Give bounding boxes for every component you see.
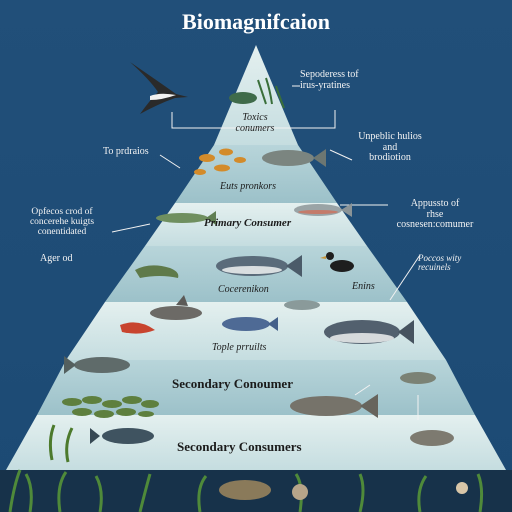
- pike-fish-icon: [156, 211, 216, 225]
- salmon-fish-icon: [294, 203, 352, 217]
- perch-fish-icon: [400, 372, 436, 384]
- bass-fish-icon: [90, 428, 154, 444]
- small-fish-group-icon: [194, 148, 246, 175]
- label-enins: Enins: [352, 281, 375, 292]
- seaweed-icon: [48, 424, 74, 463]
- duck-icon: [320, 252, 354, 272]
- shark-icon: [150, 295, 202, 320]
- carp-fish-icon: [410, 430, 454, 446]
- label-secondary-consumers: Secondary Consumers: [177, 439, 302, 454]
- sardine-fish-icon: [284, 300, 320, 310]
- predator-fish-icon: [262, 149, 326, 167]
- label-ager-od: Ager od: [40, 253, 73, 264]
- seabird-icon: [130, 62, 188, 114]
- tuna-fish-icon: [216, 255, 302, 277]
- lizard-icon: [135, 265, 179, 278]
- barracuda-fish-icon: [290, 394, 378, 418]
- label-to-predators: To prdraios: [103, 146, 149, 157]
- bottom-vegetation-icon: [0, 469, 512, 512]
- pyramid-tier-1: [214, 45, 298, 145]
- catfish-icon: [64, 356, 130, 374]
- crayfish-icon: [120, 322, 155, 334]
- label-eats-pronkors: Euts pronkors: [220, 181, 277, 192]
- apex-plants-icon: [229, 77, 285, 109]
- label-tople-prruilts: Tople prruilts: [212, 342, 267, 353]
- connector-lines: [111, 85, 421, 420]
- page-title: Biomagnifcaion: [182, 9, 330, 34]
- label-primary-consumer: Primary Consumer: [204, 217, 292, 229]
- label-cocerenikon: Cocerenikon: [218, 284, 269, 295]
- mackerel-fish-icon: [222, 317, 278, 331]
- algae-mat-icon: [62, 396, 159, 418]
- label-secondary-conoumer: Secondary Conoumer: [172, 376, 293, 391]
- large-fish-icon: [324, 320, 414, 344]
